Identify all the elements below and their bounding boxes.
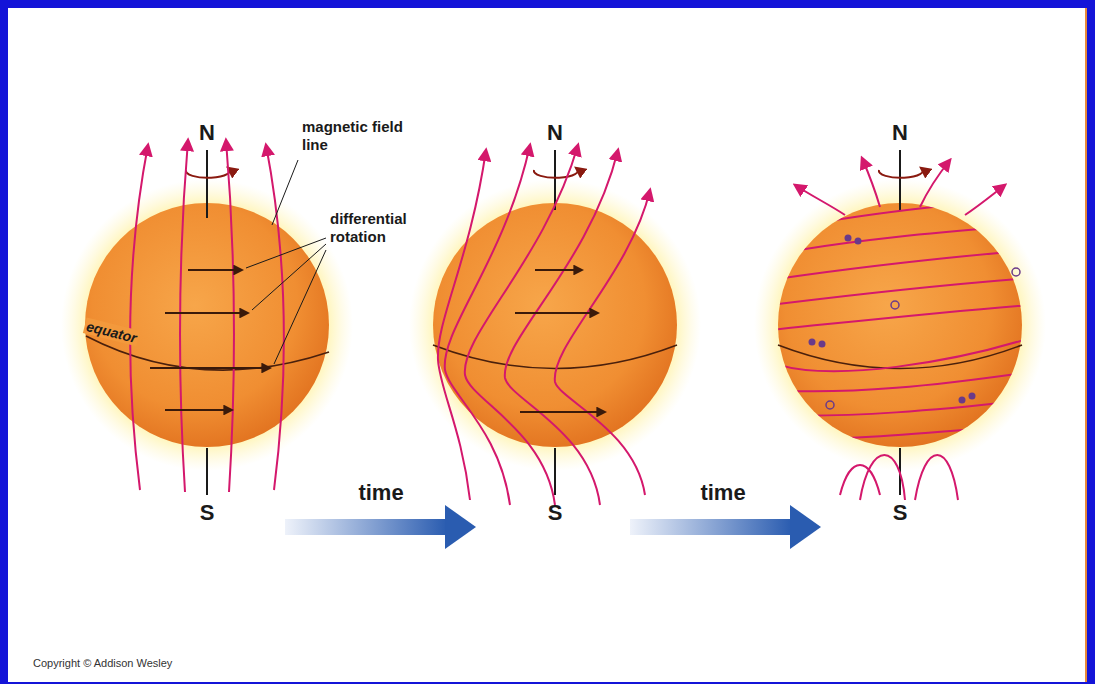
- pole-label: N: [199, 120, 215, 146]
- pole-label: N: [892, 120, 908, 146]
- time-label: time: [358, 480, 403, 506]
- pole-label: S: [548, 500, 563, 526]
- pole-label: N: [547, 120, 563, 146]
- copyright-note: Copyright © Addison Wesley: [33, 657, 172, 669]
- pole-label: S: [200, 500, 215, 526]
- pole-label: S: [893, 500, 908, 526]
- callout-label: differential rotation: [330, 210, 440, 246]
- callout-label: magnetic field line: [302, 118, 422, 154]
- time-label: time: [700, 480, 745, 506]
